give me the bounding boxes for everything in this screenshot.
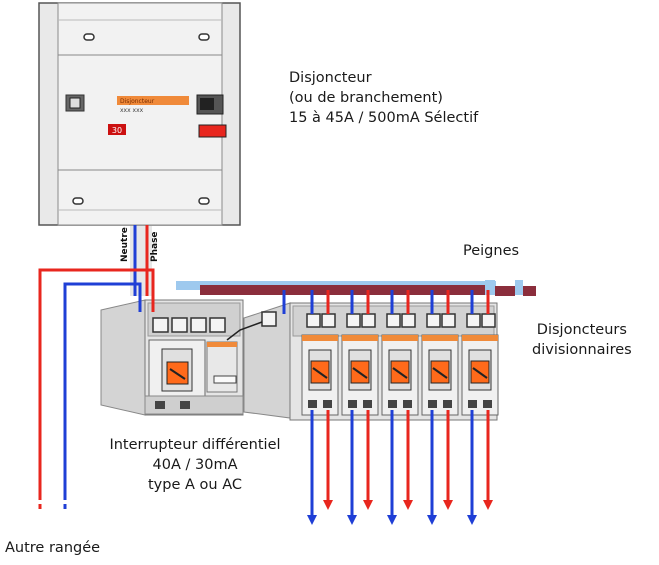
feed-wires: Neutre Phase: [120, 225, 160, 296]
comb-drops: [226, 290, 490, 341]
bottom-terminal: [483, 400, 492, 408]
terminal-screw: [361, 313, 376, 328]
rcd-jumper: [226, 321, 263, 341]
combs-label: Peignes: [463, 243, 520, 259]
branch-breaker: [381, 313, 419, 416]
branch-breakers-label-line: divisionnaires: [532, 342, 632, 358]
main-breaker-label-line: (ou de branchement): [289, 90, 443, 106]
handle-mark: [472, 367, 488, 379]
terminal-screw: [466, 313, 481, 328]
handle-mark: [312, 367, 328, 379]
terminal-screw: [386, 313, 401, 328]
bottom-terminal: [348, 400, 357, 408]
rcd-label-line: 40A / 30mA: [152, 457, 238, 473]
main-breaker-label-line: Disjoncteur: [289, 70, 372, 86]
handle-mark: [352, 367, 368, 379]
bottom-terminal: [403, 400, 412, 408]
terminal-screw: [401, 313, 416, 328]
branch-breaker: [421, 313, 459, 416]
svg-text:Disjoncteur: Disjoncteur: [120, 98, 155, 105]
rcd-module: [100, 299, 244, 416]
terminal-screw: [306, 313, 321, 328]
screw: [83, 33, 95, 41]
other-row-label: Autre rangée: [5, 540, 101, 556]
terminal-screw: [261, 311, 277, 327]
neutral-tag: Neutre: [120, 227, 130, 262]
branch-breakers-label-line: Disjoncteurs: [536, 322, 627, 338]
main-breaker: Disjoncteur xxx xxx 30: [38, 2, 241, 226]
branch-breakers-label: Disjoncteurs divisionnaires: [532, 320, 632, 360]
bottom-terminal: [443, 400, 452, 408]
handle-mark: [432, 367, 448, 379]
red-reset-button: [198, 124, 227, 138]
breaker-stripe: [382, 335, 418, 341]
bottom-terminal: [468, 400, 477, 408]
screw: [198, 197, 210, 205]
terminal-screw: [481, 313, 496, 328]
svg-text:xxx xxx: xxx xxx: [120, 107, 144, 114]
main-breaker-label-line: 15 à 45A / 500mA Sélectif: [289, 110, 479, 126]
terminal-screw: [426, 313, 441, 328]
rcd-label-line: Interrupteur différentiel: [109, 437, 281, 453]
terminal-screw: [321, 313, 336, 328]
terminal-screw: [346, 313, 361, 328]
screw: [72, 197, 84, 205]
breaker-stripe: [462, 335, 498, 341]
rcd-label: Interrupteur différentiel 40A / 30mA typ…: [82, 435, 308, 495]
handle-mark: [392, 367, 408, 379]
screw: [198, 33, 210, 41]
bottom-terminal: [308, 400, 317, 408]
bottom-terminal: [323, 400, 332, 408]
rating-text: 30: [112, 126, 122, 135]
bottom-terminal: [428, 400, 437, 408]
phase-tag: Phase: [150, 231, 160, 262]
branch-breaker: [341, 313, 379, 416]
branch-breakers: [261, 311, 499, 416]
bottom-terminal: [388, 400, 397, 408]
comb-bars: [176, 280, 536, 296]
branch-breaker: [461, 313, 499, 416]
output-wires: [307, 410, 493, 525]
rating-plate: [108, 124, 126, 135]
rcd-label-line: type A ou AC: [148, 477, 242, 493]
terminal-screw: [441, 313, 456, 328]
other-row-wires: [38, 268, 155, 511]
branch-breaker: [301, 313, 339, 416]
breaker-stripe: [342, 335, 378, 341]
main-breaker-label: Disjoncteur (ou de branchement) 15 à 45A…: [289, 68, 478, 128]
breaker-stripe: [422, 335, 458, 341]
breaker-stripe: [302, 335, 338, 341]
breaker-label-plate: [117, 96, 189, 105]
bottom-terminal: [363, 400, 372, 408]
